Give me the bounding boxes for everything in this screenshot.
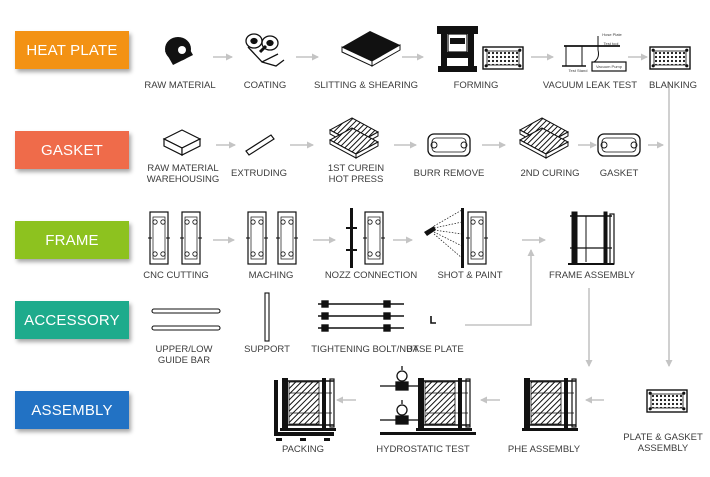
step-shot-paint: SHOT & PAINT <box>437 270 503 281</box>
category-assembly: ASSEMBLY <box>15 391 129 429</box>
step-hydrostatic-test: HYDROSTATIC TEST <box>376 444 470 455</box>
tightening-bolt-icon <box>318 300 404 332</box>
step-guide-bar-line1: UPPER/LOW <box>155 344 213 355</box>
step-support: SUPPORT <box>244 344 290 355</box>
vacuum-label-top: Hose Plate <box>602 32 622 37</box>
category-frame: FRAME <box>15 221 129 259</box>
blanking-plate-icon <box>649 46 691 70</box>
step-maching: MACHING <box>248 270 294 281</box>
step-blanking: BLANKING <box>648 80 698 91</box>
vacuum-label-box: Vacuum Pump <box>596 64 622 69</box>
formed-plate-icon <box>482 46 524 70</box>
burr-remove-gasket-icon <box>427 133 471 157</box>
step-packing: PACKING <box>281 444 325 455</box>
base-plate-icon <box>430 316 436 324</box>
frame-assembly-icon <box>568 211 615 265</box>
category-accessory: ACCESSORY <box>15 301 129 339</box>
arrow-acc-to-frame <box>465 249 535 326</box>
step-slitting-shearing: SLITTING & SHEARING <box>314 80 418 91</box>
cnc-cutting-frame-icon-1 <box>147 211 171 265</box>
step-burr-remove: BURR REMOVE <box>413 168 485 179</box>
vacuum-label-left: Test Stand <box>568 68 588 73</box>
flow-arrows <box>213 53 673 404</box>
step-frame-assembly: FRAME ASSEMBLY <box>549 270 635 281</box>
step-cnc-cutting: CNC CUTTING <box>143 270 209 281</box>
guide-bar-icon <box>151 308 221 331</box>
machining-frame-icon-2 <box>275 211 299 265</box>
step-raw-material-warehousing-line2: WAREHOUSING <box>146 174 220 185</box>
cnc-cutting-frame-icon-2 <box>179 211 203 265</box>
step-raw-material-warehousing-line1: RAW MATERIAL <box>147 163 219 174</box>
step-vacuum-leak-test: VACUUM LEAK TEST <box>542 80 638 91</box>
step-coating: COATING <box>243 80 287 91</box>
step-second-curing: 2ND CURING <box>520 168 580 179</box>
step-guide-bar: UPPER/LOW GUIDE BAR <box>155 344 212 366</box>
extruding-rod-icon <box>245 134 275 156</box>
step-phe-assembly: PHE ASSEMBLY <box>507 444 581 455</box>
step-tightening-bolt-nut: TIGHTENING BOLT/NUT <box>311 344 419 355</box>
step-base-plate: BASE PLATE <box>406 344 464 355</box>
hydrostatic-test-icon <box>380 366 476 435</box>
forming-press-icon <box>437 26 478 72</box>
step-extruding: EXTRUDING <box>231 168 287 179</box>
step-plate-gasket-assembly: PLATE & GASKET ASSEMBLY <box>623 432 703 454</box>
step-guide-bar-line2: GUIDE BAR <box>157 355 211 366</box>
step-plate-gasket-assembly-line1: PLATE & GASKET <box>623 432 703 443</box>
step-nozz-connection: NOZZ CONNECTION <box>324 270 418 281</box>
step-raw-material: RAW MATERIAL <box>144 80 216 91</box>
support-icon <box>264 292 270 342</box>
nozzle-connection-icon <box>346 208 386 268</box>
slitting-shearing-icon <box>341 31 401 67</box>
step-raw-material-warehousing: RAW MATERIAL WAREHOUSING <box>147 163 219 185</box>
phe-assembly-icon <box>521 377 579 432</box>
step-plate-gasket-assembly-line2: ASSEMBLY <box>637 443 689 454</box>
shot-paint-icon <box>424 208 489 268</box>
step-first-curing-line2: HOT PRESS <box>328 174 384 185</box>
raw-material-coil-icon <box>165 37 193 65</box>
step-gasket: GASKET <box>599 168 639 179</box>
gasket-icon <box>597 133 641 157</box>
raw-material-block-icon <box>162 129 202 156</box>
machining-frame-icon-1 <box>245 211 269 265</box>
step-forming: FORMING <box>453 80 499 91</box>
vacuum-leak-test-icon <box>562 36 627 72</box>
packing-icon <box>274 377 337 441</box>
step-first-curing-hot-press: 1ST CUREIN HOT PRESS <box>328 163 384 185</box>
vacuum-label-mid: Test tool <box>603 41 619 46</box>
coating-machine-icon <box>245 33 285 67</box>
step-first-curing-line1: 1ST CUREIN <box>327 163 385 174</box>
plate-gasket-assembly-icon <box>646 389 688 413</box>
category-gasket: GASKET <box>15 131 129 169</box>
category-heat-plate: HEAT PLATE <box>15 31 129 69</box>
